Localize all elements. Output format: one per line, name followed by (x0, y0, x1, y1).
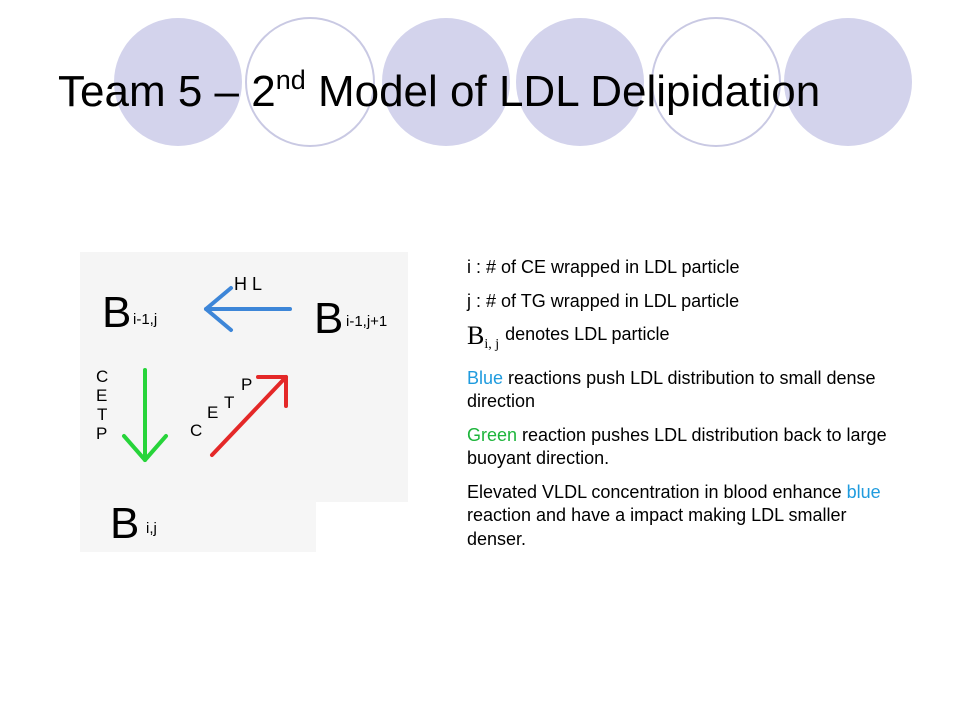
node-bottom-letter: B (110, 499, 139, 548)
cetp-diagonal-c: C (190, 421, 202, 440)
cetp-vertical-e: E (96, 386, 107, 405)
decorative-circle (784, 18, 912, 146)
decorative-circles (114, 17, 912, 147)
slide-title: Team 5 – 2nd Model of LDL Delipidation (58, 65, 821, 117)
blue-reaction-note: Blue reactions push LDL distribution to … (467, 367, 876, 412)
green-reaction-note: Green reaction pushes LDL distribution b… (467, 424, 887, 469)
red-arrow (210, 375, 288, 457)
node-top-left-letter: B (102, 288, 131, 337)
bij-symbol: Bi, j (467, 321, 500, 353)
diagram-background (80, 252, 408, 502)
cetp-diagonal-p: P (241, 375, 252, 394)
diagram-background (80, 500, 316, 552)
cetp-diagonal-e: E (207, 403, 218, 422)
legend-text: i : # of CE wrapped in LDL particle j : … (467, 256, 897, 561)
j-definition: j : # of TG wrapped in LDL particle (467, 290, 740, 311)
bij-definition: Bi, jdenotes LDL particle (467, 323, 897, 357)
cetp-vertical-c: C (96, 367, 108, 386)
green-arrow (122, 368, 168, 462)
decorative-circle (245, 17, 375, 147)
vldl-note: Elevated VLDL concentration in blood enh… (467, 481, 881, 549)
node-top-right-subscript: i-1,j+1 (346, 313, 387, 330)
node-top-right-letter: B (314, 294, 343, 343)
node-top-left-subscript: i-1,j (133, 311, 157, 328)
cetp-diagonal-t: T (224, 393, 234, 412)
decorative-circle (651, 17, 781, 147)
i-definition: i : # of CE wrapped in LDL particle (467, 257, 740, 277)
cetp-vertical-t: T (97, 405, 107, 424)
hl-label: H L (234, 274, 262, 294)
cetp-vertical-p: P (96, 424, 107, 443)
decorative-circle (516, 18, 644, 146)
decorative-circle (382, 18, 510, 146)
blue-arrow (204, 286, 292, 332)
decorative-circle (114, 18, 242, 146)
node-bottom-subscript: i,j (146, 520, 157, 537)
